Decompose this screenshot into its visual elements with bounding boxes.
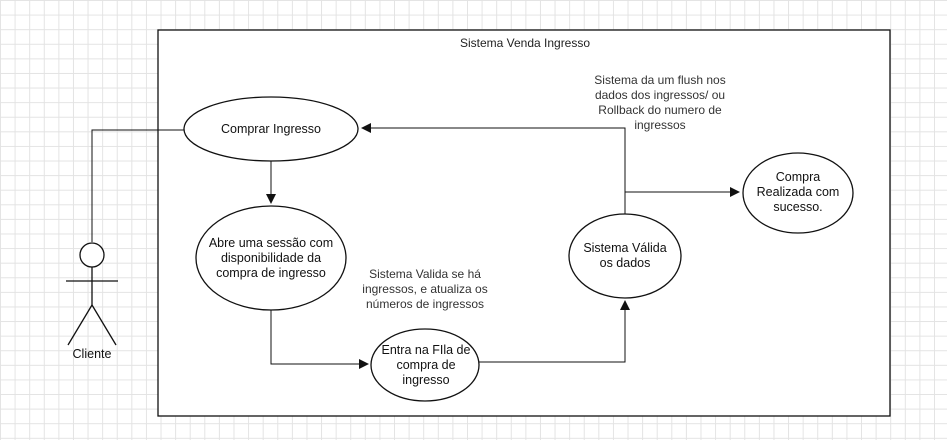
edge-abre-to-fila — [270, 310, 369, 369]
use-case-sistema-valida-label: Sistema Válida os dados — [583, 241, 667, 270]
use-case-entra-fila-label: Entra na FIla de compra de ingresso — [381, 342, 471, 387]
edge-valida-to-comprar — [361, 123, 626, 214]
use-case-entra-fila — [370, 328, 480, 402]
note-flush-rollback: Sistema da um flush nos dados dos ingres… — [594, 73, 726, 132]
system-title: Sistema Venda Ingresso — [459, 36, 591, 50]
use-case-compra-realizada-label: Compra Realizada com sucesso. — [756, 169, 840, 214]
use-case-comprar-ingresso-label: Comprar Ingresso — [220, 121, 322, 136]
note-valida-ingressos: Sistema Valida se há ingressos, e atuali… — [362, 267, 488, 311]
use-case-abre-sessao-label: Abre uma sessão com disponibilidade da c… — [208, 235, 334, 280]
edge-valida-to-realizada — [624, 187, 740, 214]
use-case-compra-realizada — [742, 152, 854, 234]
edge-fila-to-valida — [479, 300, 630, 363]
actor-figure — [66, 242, 118, 346]
actor-association-line — [91, 129, 184, 242]
actor-label: Cliente — [72, 346, 112, 361]
